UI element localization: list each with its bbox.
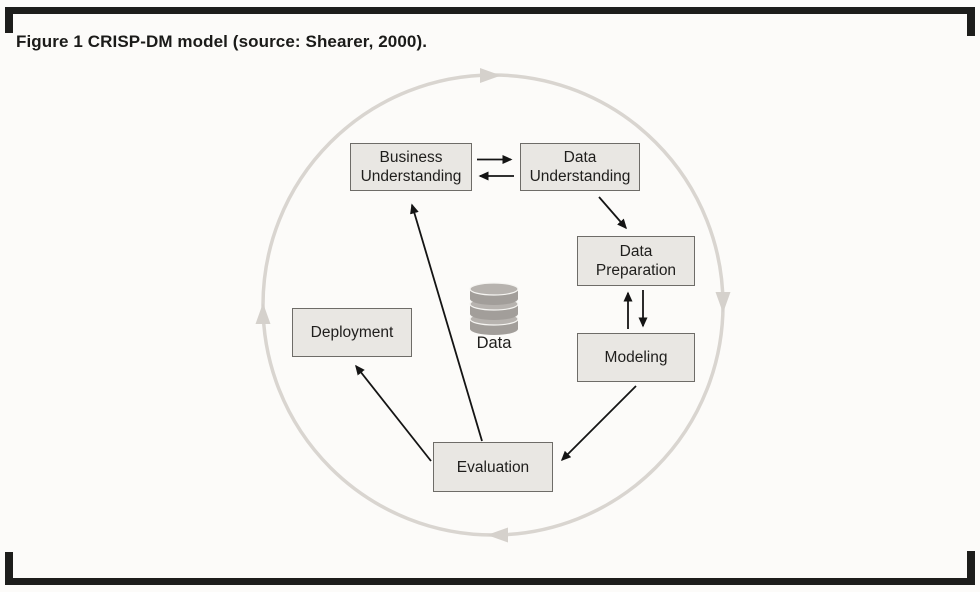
node-business-understanding: Business Understanding xyxy=(350,143,472,191)
node-deployment: Deployment xyxy=(292,308,412,357)
node-label-line: Data xyxy=(619,243,653,260)
figure-caption: Figure 1 CRISP-DM model (source: Shearer… xyxy=(16,32,428,51)
cycle-arrowhead-bottom-icon xyxy=(487,527,508,543)
bottom-right-corner-tick xyxy=(967,551,975,585)
node-label-line: Evaluation xyxy=(456,458,530,476)
bottom-left-corner-tick xyxy=(5,552,13,585)
arrow-modeling-to-evaluation xyxy=(560,385,637,462)
node-label-line: Understanding xyxy=(529,168,631,185)
node-data-understanding: Data Understanding xyxy=(520,143,640,191)
cycle-arrowhead-top-icon xyxy=(480,68,501,83)
node-label-line: Business xyxy=(379,149,443,166)
bottom-rule xyxy=(5,578,975,585)
node-label-line: Data xyxy=(563,149,597,166)
arrow-evaluation-to-business xyxy=(410,203,483,442)
top-rule xyxy=(5,7,975,14)
node-label-line: Preparation xyxy=(595,262,677,279)
top-right-corner-tick xyxy=(967,7,975,36)
database-cylinder-icon xyxy=(469,282,519,335)
node-label-line: Deployment xyxy=(310,324,394,341)
top-left-corner-tick xyxy=(5,7,13,33)
node-evaluation: Evaluation xyxy=(433,442,553,492)
cycle-arrowhead-right-icon xyxy=(715,292,731,313)
node-label-line: Modeling xyxy=(604,349,668,366)
cycle-arrowhead-left-icon xyxy=(255,303,271,324)
database-disk-top xyxy=(469,282,519,305)
data-store-label: Data xyxy=(476,334,512,352)
node-modeling: Modeling xyxy=(577,333,695,382)
node-label-line: Understanding xyxy=(360,168,462,185)
arrow-evaluation-to-deployment xyxy=(355,364,432,462)
node-data-preparation: Data Preparation xyxy=(577,236,695,286)
arrow-dataund-to-dataprep xyxy=(598,196,627,230)
